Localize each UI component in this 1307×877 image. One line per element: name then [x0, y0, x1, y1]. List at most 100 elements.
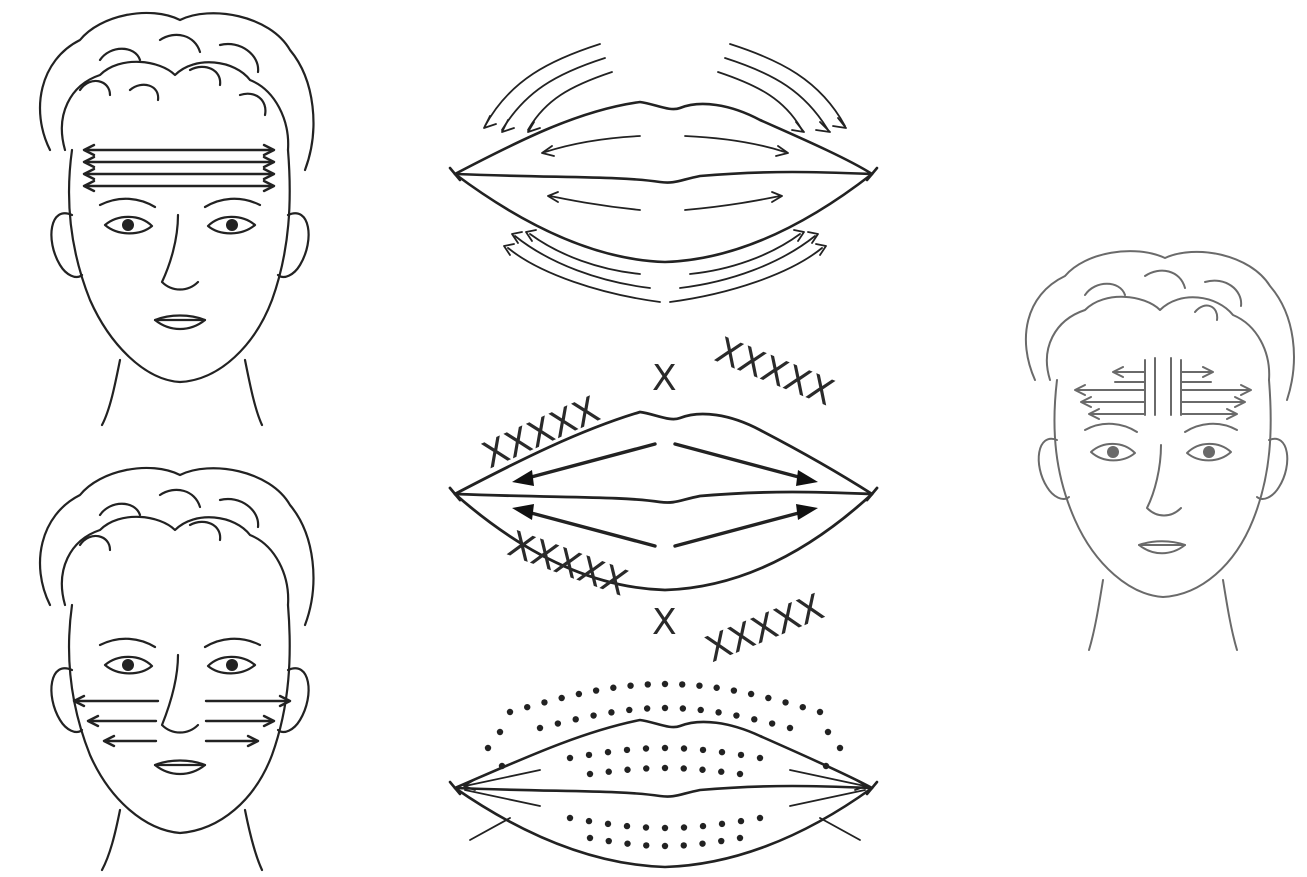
- tap-dot: [499, 763, 505, 769]
- eye-pupils: [122, 219, 238, 231]
- lip-pinch-arrows: [520, 444, 810, 546]
- tap-dot: [586, 818, 592, 824]
- tap-dot: [719, 821, 725, 827]
- tap-dot: [800, 704, 806, 710]
- tap-dot: [605, 749, 611, 755]
- lips-illustration: [440, 670, 890, 875]
- tap-dot: [567, 815, 573, 821]
- lower-x-mark-center: X: [652, 602, 677, 643]
- brow-stroke-arrows: [1075, 358, 1251, 419]
- lower-x-marks-right: XXXXX: [700, 587, 830, 671]
- tap-dot: [837, 745, 843, 751]
- tap-dot: [643, 765, 649, 771]
- tap-dot: [576, 691, 582, 697]
- tap-dot: [748, 691, 754, 697]
- face-cheeks-panel: [10, 455, 330, 875]
- tap-dot: [699, 840, 705, 846]
- tap-dot: [606, 769, 612, 775]
- tap-dot: [825, 729, 831, 735]
- upper-x-mark-center: X: [652, 358, 677, 399]
- tap-dot: [587, 835, 593, 841]
- tap-dot: [610, 685, 616, 691]
- tap-dot: [624, 747, 630, 753]
- tap-dot: [662, 705, 668, 711]
- face-brow-panel: [1005, 240, 1305, 660]
- tap-dot: [645, 681, 651, 687]
- tap-dot: [679, 681, 685, 687]
- tap-dot: [567, 755, 573, 761]
- lips-pinching-panel: XXXXX X XXXXX XXXXX X XXXXX: [440, 340, 890, 650]
- tap-dot: [643, 824, 649, 830]
- tap-dot: [757, 755, 763, 761]
- tap-dot: [681, 745, 687, 751]
- tap-dot: [587, 771, 593, 777]
- lips-tapping-panel: [440, 670, 890, 875]
- tap-dot: [681, 824, 687, 830]
- tap-dot: [738, 752, 744, 758]
- tap-dot: [507, 709, 513, 715]
- tap-dot: [823, 763, 829, 769]
- tap-dot: [757, 815, 763, 821]
- tap-dot: [555, 720, 561, 726]
- tap-dot: [713, 685, 719, 691]
- tap-dot: [624, 840, 630, 846]
- tap-dot: [662, 745, 668, 751]
- tap-dot: [751, 716, 757, 722]
- tap-dot: [681, 765, 687, 771]
- face-illustration: [1005, 240, 1305, 660]
- tap-dot: [699, 767, 705, 773]
- tap-dot: [662, 825, 668, 831]
- tap-dot: [586, 752, 592, 758]
- face-illustration: [10, 455, 330, 875]
- lips-illustration: [440, 30, 890, 310]
- tap-dot: [541, 699, 547, 705]
- tap-dot: [737, 835, 743, 841]
- tap-dot: [680, 705, 686, 711]
- tap-dot: [497, 729, 503, 735]
- tap-dot: [608, 709, 614, 715]
- tap-dot: [537, 725, 543, 731]
- tap-dot: [662, 843, 668, 849]
- tap-dot: [698, 707, 704, 713]
- forehead-stroke-arrows: [84, 145, 274, 191]
- tap-dot: [696, 682, 702, 688]
- tap-dots: [485, 681, 843, 849]
- tap-dot: [700, 823, 706, 829]
- tap-dot: [624, 767, 630, 773]
- tap-dot: [643, 745, 649, 751]
- tap-dot: [738, 818, 744, 824]
- tap-dot: [662, 681, 668, 687]
- face-illustration: [10, 0, 330, 430]
- lips-illustration: XXXXX X XXXXX XXXXX X XXXXX: [440, 340, 890, 650]
- tap-dot: [718, 769, 724, 775]
- tap-dot: [700, 747, 706, 753]
- tap-dot: [624, 823, 630, 829]
- eye-pupils: [122, 659, 238, 671]
- tap-dot: [662, 765, 668, 771]
- tap-dot: [782, 699, 788, 705]
- tap-dot: [731, 687, 737, 693]
- tap-dot: [590, 712, 596, 718]
- tap-dot: [627, 682, 633, 688]
- tap-dot: [626, 707, 632, 713]
- tap-dot: [715, 709, 721, 715]
- upper-x-marks-right: XXXXX: [710, 330, 840, 414]
- tap-dot: [817, 709, 823, 715]
- tap-dot: [573, 716, 579, 722]
- tap-dot: [605, 821, 611, 827]
- tap-dot: [737, 771, 743, 777]
- tap-dot: [765, 695, 771, 701]
- face-forehead-panel: [10, 0, 330, 430]
- tap-dot: [524, 704, 530, 710]
- tap-dot: [558, 695, 564, 701]
- cheek-stroke-arrows: [74, 696, 290, 746]
- lip-pinch-arrowheads: [512, 470, 818, 520]
- tap-dot: [733, 712, 739, 718]
- lips-stroking-panel: [440, 30, 890, 310]
- tap-dot: [718, 838, 724, 844]
- tap-dot: [643, 842, 649, 848]
- tap-dot: [593, 687, 599, 693]
- tap-dot: [787, 725, 793, 731]
- tap-dot: [769, 720, 775, 726]
